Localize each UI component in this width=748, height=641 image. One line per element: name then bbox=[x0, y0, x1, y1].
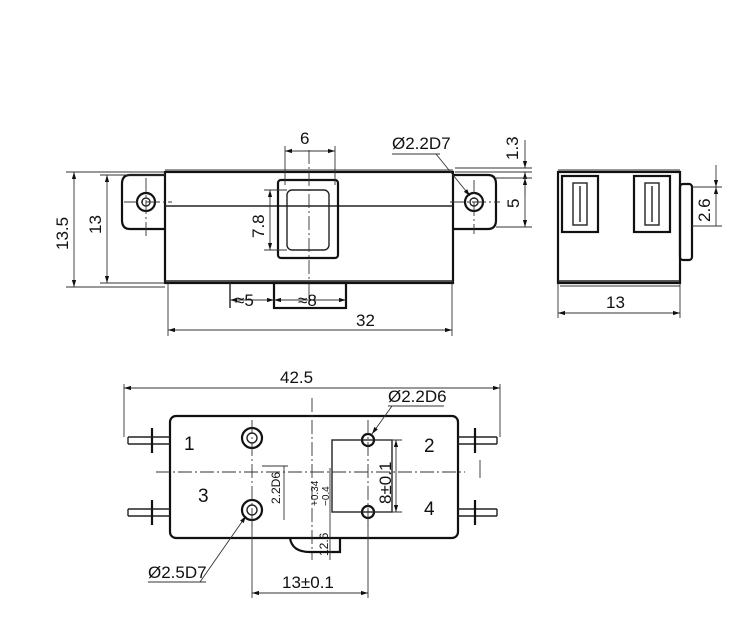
dim-height-outer: 13.5 bbox=[53, 217, 72, 250]
pin-lead-2 bbox=[458, 428, 498, 453]
side-body bbox=[556, 170, 682, 285]
dim-tol-main: 12.6 bbox=[317, 532, 331, 556]
front-view: 6 Ø2.2D7 1.3 5 13.5 13 7.8 ≈5 bbox=[53, 129, 532, 336]
dim-small-offset: 2.2D6 bbox=[269, 472, 283, 504]
bottom-slot bbox=[288, 537, 342, 554]
pin-label-4: 4 bbox=[424, 499, 435, 520]
dim-hole-top: Ø2.2D7 bbox=[392, 134, 451, 153]
dim-side-width: 13 bbox=[606, 293, 625, 312]
bottom-view: 1 2 3 4 42.5 Ø2.2D6 8±0.1 2.2D6 12.6 +0.… bbox=[123, 368, 501, 598]
dim-lug-height: 5 bbox=[504, 199, 523, 208]
bottom-body bbox=[168, 414, 460, 540]
dim-length: 32 bbox=[356, 311, 375, 330]
dim-pin-spacing-h: 13±0.1 bbox=[282, 573, 334, 592]
dim-tol-plus: +0.34 bbox=[310, 480, 321, 506]
dim-approx-5: ≈5 bbox=[235, 291, 254, 310]
dim-height-inner: 13 bbox=[86, 215, 105, 234]
side-clip-left bbox=[560, 174, 600, 234]
dim-approx-8: ≈8 bbox=[298, 291, 317, 310]
pin-lead-1 bbox=[127, 428, 170, 453]
dim-hole-large: Ø2.5D7 bbox=[148, 563, 207, 582]
dim-tol-minus: −0.4 bbox=[321, 486, 332, 506]
dim-width-top: 6 bbox=[300, 129, 309, 148]
dim-offset-right: 1.3 bbox=[503, 136, 522, 160]
side-clip-right bbox=[632, 174, 672, 234]
front-bottom-tab bbox=[272, 281, 348, 310]
pin-lead-4 bbox=[458, 500, 498, 525]
center-window bbox=[276, 178, 340, 260]
pin-label-2: 2 bbox=[424, 436, 435, 457]
dim-side-offset: 2.6 bbox=[695, 198, 714, 222]
dim-window-height: 7.8 bbox=[249, 214, 268, 238]
dim-overall-length: 42.5 bbox=[280, 368, 313, 387]
side-right-tab bbox=[678, 182, 694, 262]
dim-hole-small: Ø2.2D6 bbox=[388, 387, 447, 406]
side-view: 2.6 13 bbox=[556, 165, 722, 318]
pin-lead-3 bbox=[127, 500, 170, 525]
dim-pin-spacing-v: 8±0.1 bbox=[376, 462, 395, 504]
pin-label-1: 1 bbox=[184, 434, 195, 455]
pin-label-3: 3 bbox=[198, 486, 209, 507]
left-mounting-lug bbox=[120, 173, 165, 231]
